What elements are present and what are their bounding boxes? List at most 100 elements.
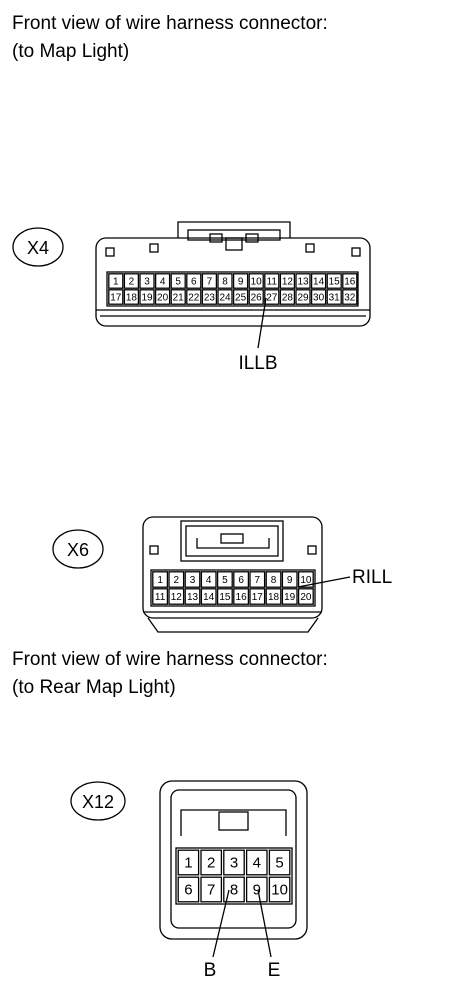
x4-pin-2: 2 [129,277,135,288]
x4-pin-28: 28 [282,293,294,304]
x12-callout-e: E [268,960,281,981]
x6-pin-4: 4 [206,575,212,586]
x4-pin-cell-32 [342,289,358,305]
x4-pin-cell-6 [186,273,202,289]
x6-pin-13: 13 [187,592,199,603]
x4-pin-cell-23 [201,289,218,305]
x4-pin-cell-16 [342,273,358,289]
connector-tag-x12: X12 [82,792,114,812]
x6-pin-6: 6 [238,575,244,586]
x12-pin-3: 3 [230,855,238,872]
x12-pin-2: 2 [207,855,215,872]
x4-pin-cell-26 [248,289,264,305]
x4-callout-line-illb [257,297,267,349]
connector-tag-x4-oval [12,227,64,267]
x6-pin-12: 12 [171,592,183,603]
x4-pin-24: 24 [219,293,231,304]
x6-notch-left [149,545,159,555]
x4-pin-23: 23 [204,293,216,304]
x6-pin-1: 1 [157,575,163,586]
x6-notch-right [307,545,317,555]
x4-pin-32: 32 [344,293,356,304]
x6-pin-cell-17 [249,588,266,605]
x6-pin-14: 14 [203,592,215,603]
x4-pin-cell-24 [217,289,233,305]
x4-pin-30: 30 [313,293,325,304]
connector-tag-x6: X6 [67,540,89,560]
x4-pin-15: 15 [329,277,341,288]
x4-pin-19: 19 [141,293,153,304]
x4-pin-3: 3 [144,277,150,288]
x12-pin-1: 1 [184,855,192,872]
x6-pin-8: 8 [271,575,277,586]
x12-pin-cell-4 [245,849,268,876]
x6-callout-rill: RILL [352,567,392,588]
x6-pin-3: 3 [190,575,196,586]
x4-pin-cell-19 [139,289,155,305]
x6-housing-lip [147,617,319,633]
x6-pin-cell-9 [281,571,298,588]
x4-notch-right [351,247,361,257]
x6-callout-line-rill [297,576,351,588]
x4-pin-cell-17 [108,289,124,305]
x4-notch-right-2 [305,243,315,253]
x6-pin-cell-4 [200,571,217,588]
x4-pin-29: 29 [297,293,309,304]
x12-pin-8: 8 [230,882,238,899]
x6-latch-tab [220,533,244,544]
x12-key [218,811,249,831]
x4-pin-cell-5 [170,273,186,289]
x6-pin-cell-16 [233,588,250,605]
x6-pin-7: 7 [255,575,261,586]
x12-pin-cell-6 [177,876,200,903]
x4-pin-cell-20 [154,289,171,305]
x4-latch-tab-right [245,233,259,243]
x6-pin-cell-20 [297,588,314,605]
x12-pin-cell-5 [268,849,291,876]
x6-pin-cell-8 [265,571,282,588]
x6-housing [142,516,323,619]
x6-pin-cell-5 [216,571,233,588]
x4-pin-cell-30 [310,289,327,305]
x6-pin-cell-3 [184,571,201,588]
x12-pin-4: 4 [253,855,261,872]
x12-pin-block [175,847,293,905]
x4-pin-10: 10 [251,277,263,288]
x4-pin-6: 6 [191,277,197,288]
x4-pin-cell-7 [201,273,218,289]
x4-notch-left-2 [149,243,159,253]
x4-pin-cell-27 [264,289,280,305]
x6-pin-20: 20 [300,592,312,603]
x12-callout-b: B [204,960,217,981]
x4-pin-cell-15 [326,273,342,289]
x4-pin-5: 5 [175,277,181,288]
x4-pin-block [106,271,359,307]
x4-pin-9: 9 [238,277,244,288]
x12-pin-5: 5 [275,855,283,872]
x12-callout-line-b [212,889,230,958]
x4-pin-25: 25 [235,293,247,304]
x4-pin-cell-2 [123,273,140,289]
x4-latch-tab-left [209,233,223,243]
x4-latch [177,221,291,238]
connector-tag-x4: X4 [27,238,49,258]
x4-latch-slot [187,229,281,241]
x4-pin-14: 14 [313,277,325,288]
x6-pin-cell-12 [168,588,185,605]
x12-key-rail [180,809,287,836]
x6-pin-cell-14 [200,588,217,605]
x12-pin-9: 9 [253,882,261,899]
x12-pin-cell-1 [177,849,200,876]
x6-pin-cell-7 [249,571,266,588]
heading-rear-map-light-line2: (to Rear Map Light) [12,677,176,698]
x4-pin-cell-4 [154,273,171,289]
x4-pin-18: 18 [126,293,138,304]
x6-pin-2: 2 [174,575,180,586]
x6-pin-cell-19 [281,588,298,605]
x4-pin-cell-22 [186,289,202,305]
x4-pin-cell-18 [123,289,140,305]
heading-map-light-line1: Front view of wire harness connector: [12,13,328,34]
x12-pin-7: 7 [207,882,215,899]
